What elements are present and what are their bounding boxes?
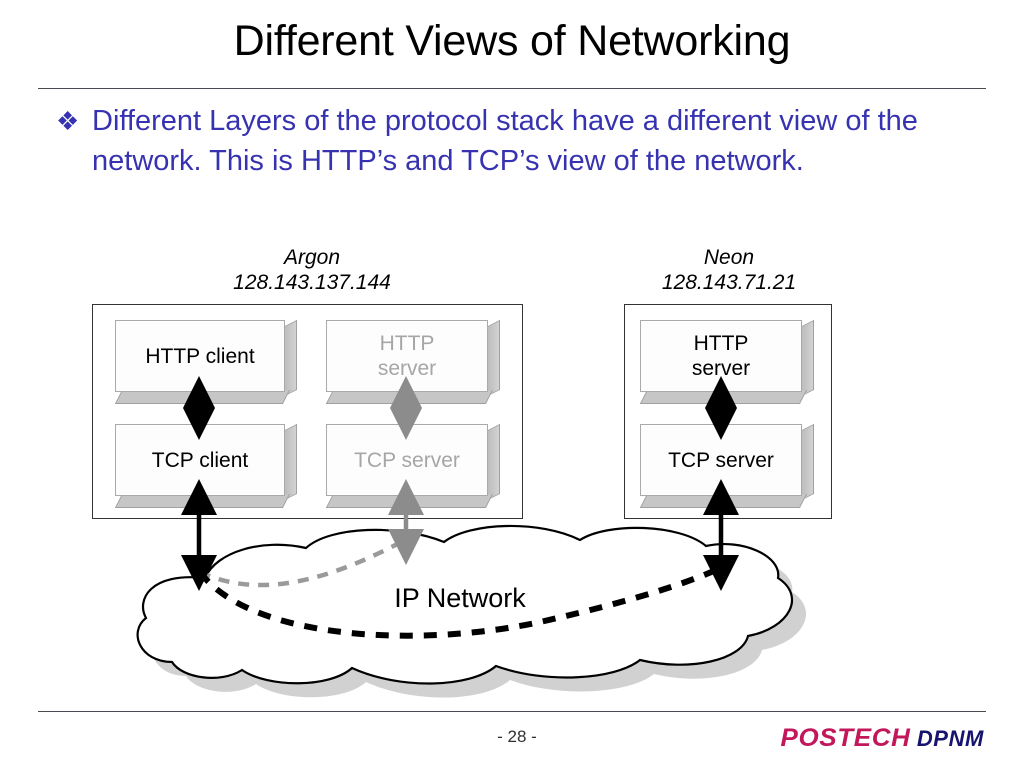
stack-box-http-client[interactable]: HTTP client [114,319,297,404]
box-side-face [800,319,814,397]
stack-box-http-server-dimmed[interactable]: HTTP server [325,319,500,404]
box-bottom-face [325,390,493,404]
title-divider [38,88,986,89]
cloud-label-ip-network: IP Network [394,583,526,613]
stack-box-tcp-server[interactable]: TCP server [639,423,814,508]
host-label-argon: Argon 128.143.137.144 [233,246,391,294]
diamond-bullet-icon: ❖ [56,106,80,136]
page-title: Different Views of Networking [233,17,791,65]
footer-divider [38,711,986,712]
box-side-face [486,319,500,397]
box-bottom-face [639,494,807,508]
stack-box-label: HTTP client [115,320,285,392]
box-side-face [800,423,814,501]
box-bottom-face [114,390,291,404]
stack-box-label: HTTP server [640,320,802,392]
box-side-face [283,423,297,501]
box-side-face [486,423,500,501]
box-side-face [283,319,297,397]
stack-box-label: TCP client [115,424,285,496]
stack-box-label: HTTP server [326,320,488,392]
brand-postech-text: POSTECH [780,724,911,752]
box-bottom-face [639,390,807,404]
cloud-shadow [151,539,807,698]
host-label-neon: Neon 128.143.71.21 [661,246,797,294]
stack-box-label: TCP server [640,424,802,496]
brand-logo: POSTECH DPNM [780,724,984,753]
stack-box-label: TCP server [326,424,488,496]
box-bottom-face [325,494,493,508]
stack-box-tcp-server-dimmed[interactable]: TCP server [325,423,500,508]
stack-box-tcp-client[interactable]: TCP client [114,423,297,508]
bullet-list: ❖ Different Layers of the protocol stack… [56,101,996,181]
bullet-item-text: Different Layers of the protocol stack h… [92,105,918,177]
brand-dpnm-text: DPNM [916,726,984,751]
box-bottom-face [114,494,291,508]
page-number: - 28 - [497,727,537,746]
stack-box-http-server[interactable]: HTTP server [639,319,814,404]
http-logical-path-dashed [199,538,407,588]
